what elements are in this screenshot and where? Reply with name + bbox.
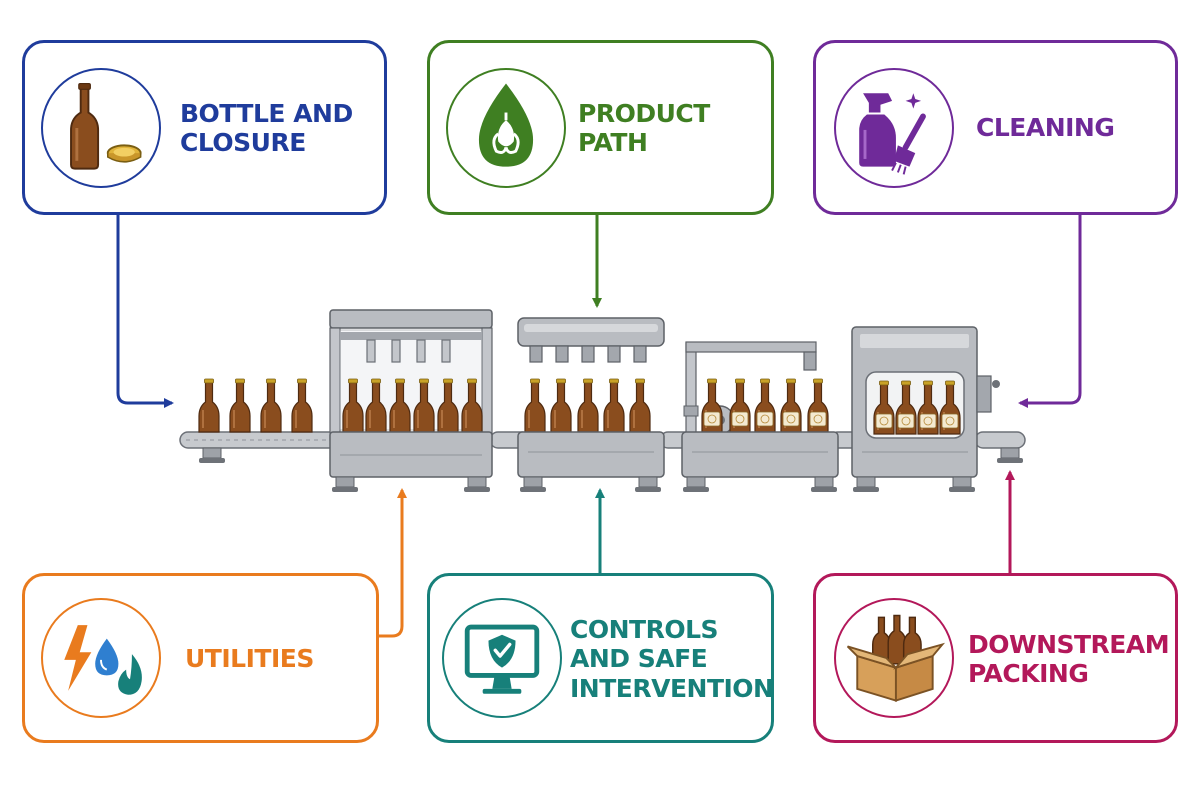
box-with-bottles-icon [846,614,946,702]
bottle-infeed-conveyor [179,378,341,464]
panel-label-cleaning: CLEANING [976,63,1161,193]
icon-ring-downstream-packing [834,598,954,718]
panel-label-product-path: PRODUCT PATH [578,63,763,193]
panel-label-bottle-and-closure: BOTTLE AND CLOSURE [180,63,370,193]
arrow-bottle-and-closure [116,214,174,408]
rinser-station [329,309,493,493]
filler-station [517,317,665,493]
panel-label-text: CONTROLS AND SAFE INTERVENTION [570,614,774,703]
packer-station [851,326,1000,493]
icon-ring-bottle-and-closure [41,68,161,188]
icon-ring-product-path [446,68,566,188]
icon-ring-cleaning [834,68,954,188]
icon-ring-utilities [41,598,161,718]
panel-downstream-packing: DOWNSTREAM PACKING [813,573,1178,743]
spray-bottle-brush-icon [859,93,926,175]
bottle-and-cap-icon [70,82,142,170]
arrow-cleaning [1018,214,1082,408]
panel-label-downstream-packing: DOWNSTREAM PACKING [968,596,1170,722]
panel-controls-and-safe-intervention: CONTROLS AND SAFE INTERVENTION [427,573,774,743]
arrow-utilities [378,488,407,638]
capper-labeler-station [681,341,839,493]
icon-ring-controls [442,598,562,718]
panel-label-utilities: UTILITIES [185,596,365,722]
panel-label-text: PRODUCT PATH [578,98,710,158]
panel-cleaning: CLEANING [813,40,1178,215]
hop-droplet-icon [478,83,534,167]
panel-label-controls: CONTROLS AND SAFE INTERVENTION [570,596,774,722]
panel-label-text: DOWNSTREAM PACKING [968,629,1170,689]
panel-label-text: BOTTLE AND CLOSURE [180,98,353,158]
panel-utilities: UTILITIES [22,573,379,743]
panel-label-text: CLEANING [976,113,1115,143]
electricity-water-gas-icon [64,625,142,695]
panel-product-path: PRODUCT PATH [427,40,774,215]
panel-label-text: UTILITIES [185,644,314,674]
panel-bottle-and-closure: BOTTLE AND CLOSURE [22,40,387,215]
monitor-shield-check-icon [464,624,540,694]
